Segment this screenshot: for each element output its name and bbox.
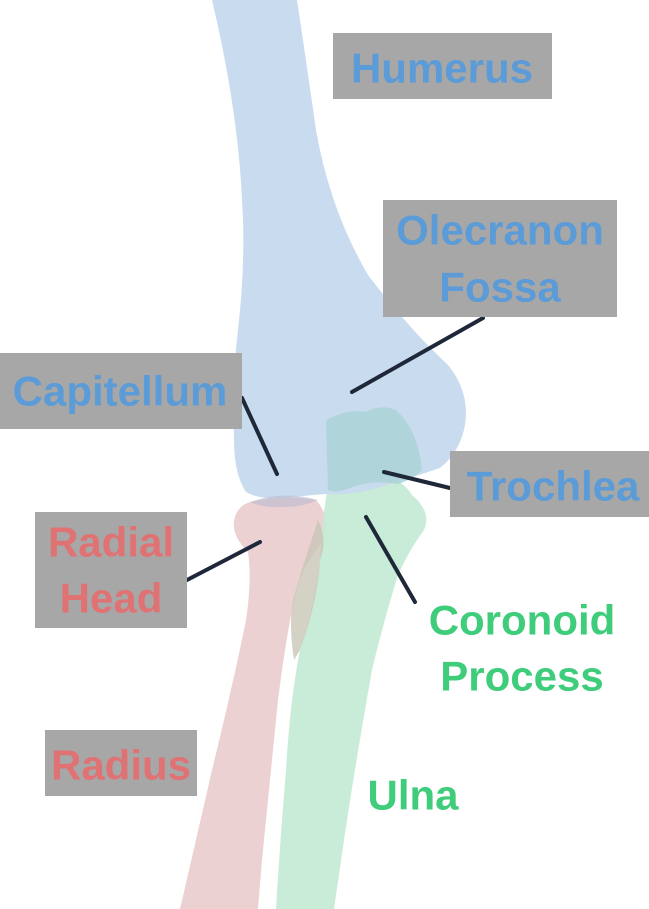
coronoid-process-leader [364, 515, 417, 604]
olecranon-fossa-label-line1: Olecranon [396, 207, 604, 254]
olecranon-fossa-leader [350, 316, 485, 394]
radial-head-label-box [35, 512, 187, 628]
capitellum-label-box [0, 353, 242, 429]
olecranon-fossa-label-box [383, 200, 617, 317]
radial-head-leader [185, 540, 262, 582]
labels: Humerus Olecranon Fossa Capitellum Troch… [13, 45, 640, 819]
radial-head-label-line1: Radial [48, 519, 174, 566]
capitellum-label: Capitellum [13, 368, 228, 415]
coronoid-process-label-line1: Coronoid [429, 597, 616, 644]
humerus-label-box [333, 33, 552, 99]
trochlea-label-box [450, 451, 649, 517]
trochlea-label: Trochlea [467, 463, 640, 510]
leader-lines [185, 316, 485, 604]
trochlea-overlap [326, 407, 422, 492]
capitellum-leader [240, 396, 279, 476]
bones [180, 0, 466, 909]
humerus-bone [212, 0, 466, 499]
label-boxes [0, 33, 649, 796]
humerus-label: Humerus [351, 45, 533, 92]
olecranon-fossa-label-line2: Fossa [439, 264, 561, 311]
radial-head-label-line2: Head [60, 575, 163, 622]
radius-label: Radius [51, 742, 191, 789]
coronoid-process-label-line2: Process [440, 653, 603, 700]
capitellum-overlap [250, 495, 318, 508]
ulna-bone [276, 470, 427, 909]
radius-ulna-overlap [291, 520, 324, 660]
radius-bone [180, 497, 327, 909]
radius-label-box [45, 730, 197, 796]
ulna-label: Ulna [367, 772, 459, 819]
trochlea-leader [382, 470, 452, 490]
